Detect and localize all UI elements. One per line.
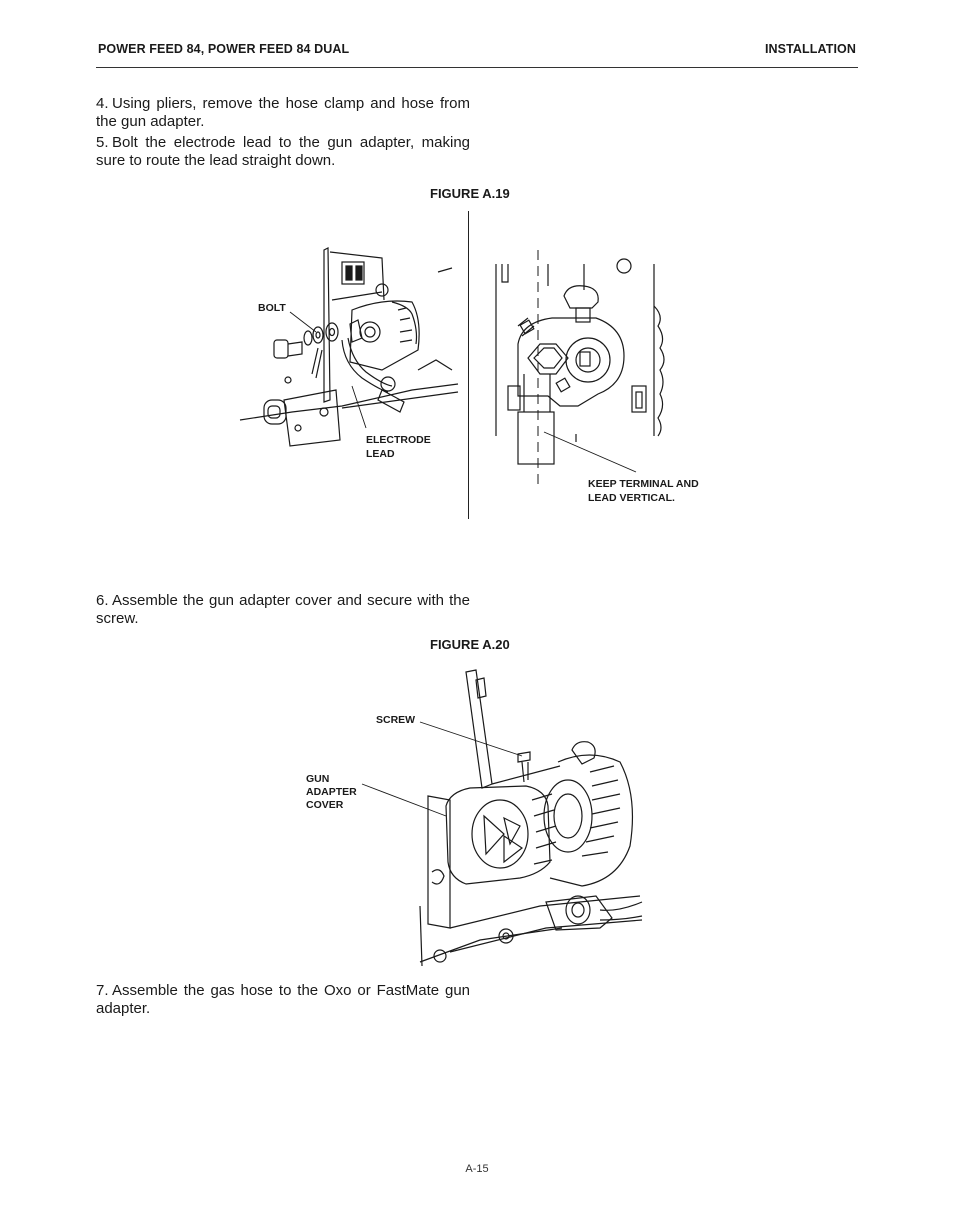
header-title: POWER FEED 84, POWER FEED 84 DUAL [98, 42, 350, 56]
label-gun-adapter-cover-line1: GUN [306, 773, 329, 785]
step-text: Using pliers, remove the hose clamp and … [96, 95, 470, 130]
label-electrode-lead-line1: ELECTRODE [366, 434, 431, 446]
step-text: Assemble the gun adapter cover and secur… [96, 592, 470, 627]
label-bolt: BOLT [258, 302, 286, 314]
figure-a19-right-illustration: KEEP TERMINAL AND LEAD VERTICAL. [495, 250, 699, 504]
step-number: 4. [96, 95, 109, 112]
step-4: 4.Using pliers, remove the hose clamp an… [96, 95, 470, 131]
step-number: 6. [96, 592, 109, 609]
label-electrode-lead-line2: LEAD [366, 448, 395, 460]
page-number: A-15 [465, 1163, 489, 1175]
label-screw: SCREW [376, 714, 415, 726]
step-number: 7. [96, 982, 109, 999]
label-keep-terminal-line1: KEEP TERMINAL AND [588, 478, 699, 490]
figure-a20-illustration: SCREW GUN ADAPTER COVER [306, 669, 643, 967]
step-6: 6.Assemble the gun adapter cover and sec… [96, 592, 470, 628]
step-number: 5. [96, 134, 109, 151]
step-5: 5.Bolt the electrode lead to the gun ada… [96, 134, 470, 170]
figure-a20-caption: FIGURE A.20 [430, 637, 510, 652]
step-text: Assemble the gas hose to the Oxo or Fast… [96, 982, 470, 1017]
figure-a19-left-illustration: BOLT ELECTRODE LEAD [239, 247, 459, 460]
label-keep-terminal-line2: LEAD VERTICAL. [588, 492, 675, 504]
figure-a19-divider [468, 211, 469, 519]
figure-a19-caption: FIGURE A.19 [430, 186, 510, 201]
step-7: 7.Assemble the gas hose to the Oxo or Fa… [96, 982, 470, 1018]
label-gun-adapter-cover-line2: ADAPTER [306, 786, 357, 798]
label-gun-adapter-cover-line3: COVER [306, 799, 344, 811]
step-text: Bolt the electrode lead to the gun adapt… [96, 134, 470, 169]
header-rule [96, 67, 858, 68]
header-section: INSTALLATION [764, 42, 856, 56]
